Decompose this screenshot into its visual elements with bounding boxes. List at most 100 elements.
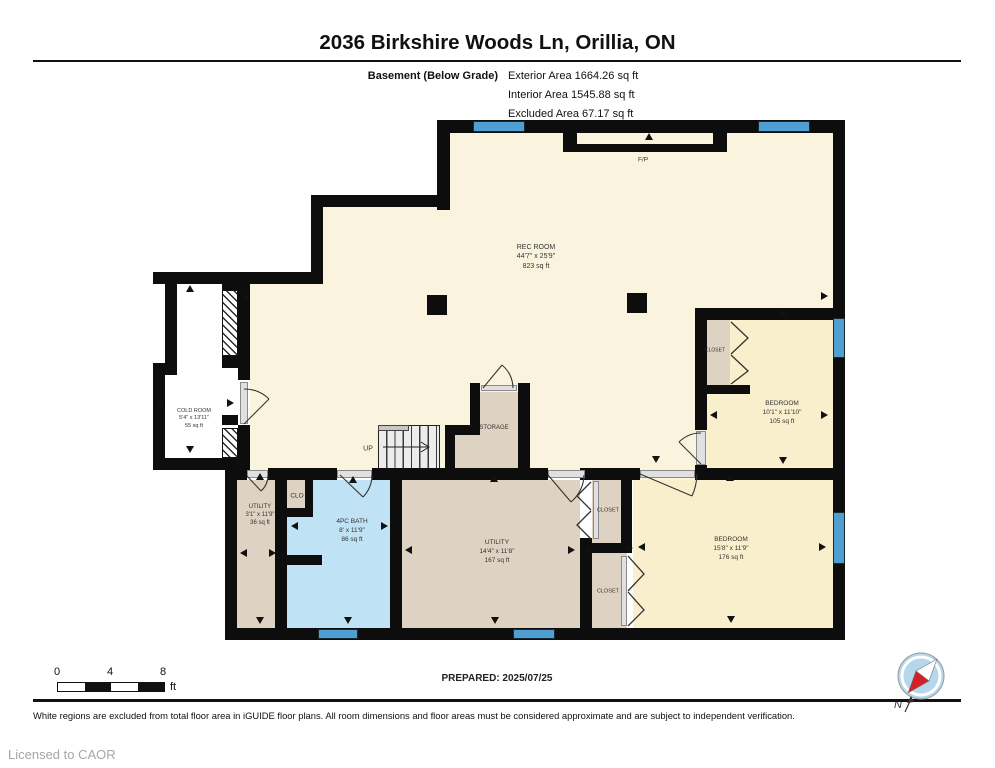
wall [445, 425, 455, 470]
door-slab [240, 382, 248, 424]
room-label-stairs-up: UP [363, 445, 373, 453]
prepared-date: PREPARED: 2025/07/25 [441, 673, 553, 684]
wall [237, 468, 247, 480]
dimension-arrow [291, 522, 298, 530]
dimension-arrow [186, 285, 194, 292]
dimension-arrow [227, 399, 234, 407]
dimension-arrow [156, 399, 163, 407]
wall [580, 538, 592, 628]
wall [305, 480, 313, 515]
wall [287, 508, 313, 517]
wall [695, 465, 707, 480]
dimension-arrow [349, 476, 357, 483]
room-label-closet-upper: CLOSET [596, 507, 620, 514]
dimension-arrow [819, 543, 826, 551]
wall [165, 272, 177, 371]
license-text: Licensed to CAOR [8, 747, 116, 762]
wall [695, 308, 707, 430]
scale-tick-0: 0 [53, 666, 61, 678]
dimension-arrow [344, 617, 352, 624]
room-floor [402, 480, 580, 628]
compass-icon [897, 652, 945, 713]
window [833, 512, 845, 564]
exterior-area: Exterior Area 1664.26 sq ft [508, 70, 639, 82]
door-slab [621, 556, 627, 626]
window [318, 629, 358, 639]
wall [311, 195, 450, 207]
room-floor [707, 320, 730, 385]
dimension-arrow [568, 546, 575, 554]
dimension-arrow [638, 543, 645, 551]
dimension-arrow [256, 617, 264, 624]
door-slab [548, 470, 585, 478]
room-floor [313, 480, 390, 628]
dimension-arrow [256, 473, 264, 480]
dimension-arrow [821, 411, 828, 419]
door-slab [593, 481, 599, 539]
dimension-arrow [645, 133, 653, 140]
wall [437, 120, 845, 133]
footer-divider [33, 699, 961, 702]
wall [238, 284, 250, 380]
wall [833, 120, 845, 640]
page-title: 2036 Birkshire Woods Ln, Orillia, ON [319, 31, 676, 54]
wall [427, 295, 447, 315]
wall [153, 363, 165, 470]
dimension-arrow [186, 446, 194, 453]
wall [445, 425, 480, 435]
wall [695, 308, 845, 320]
dimension-arrow [626, 544, 633, 552]
dimension-arrow [491, 617, 499, 624]
wall [713, 120, 727, 152]
wall [695, 468, 845, 480]
wall [287, 555, 322, 565]
title-divider [33, 60, 961, 62]
dimension-arrow [269, 549, 276, 557]
floor-label: Basement (Below Grade) [367, 70, 498, 82]
scale-tick-8: 8 [159, 666, 167, 678]
staircase [378, 425, 440, 469]
door-slab [640, 470, 695, 478]
scale-unit: ft [170, 681, 177, 693]
window [473, 121, 525, 132]
dimension-arrow [240, 549, 247, 557]
room-label-fireplace: F/P [637, 156, 649, 164]
dimension-arrow [710, 411, 717, 419]
dimension-arrow [779, 457, 787, 464]
room-label-bedroom-upper-closet: CLOSET [704, 347, 726, 354]
wall [372, 468, 548, 480]
dimension-arrow [821, 292, 828, 300]
disclaimer-text: White regions are excluded from total fl… [33, 710, 795, 721]
room-floor [455, 435, 518, 470]
room-label-clo: CLO [290, 492, 304, 500]
dimension-arrow [727, 616, 735, 623]
wall [563, 120, 577, 152]
room-label-storage: STORAGE [479, 424, 509, 431]
wall [222, 284, 238, 290]
hatched-post [222, 290, 238, 356]
staircase-landing [378, 425, 409, 431]
scale-bar [57, 682, 165, 692]
wall [518, 383, 530, 470]
room-floor [250, 284, 323, 470]
dimension-arrow [241, 294, 248, 302]
window [833, 318, 845, 358]
wall [238, 425, 250, 470]
room-floor [287, 517, 313, 628]
door-slab [481, 385, 517, 391]
dimension-arrow [584, 546, 591, 554]
wall [580, 543, 632, 553]
wall [390, 468, 402, 628]
dimension-arrow [652, 456, 660, 463]
hatched-post [222, 428, 238, 458]
wall [153, 458, 250, 470]
window [758, 121, 810, 132]
wall [621, 468, 632, 553]
dimension-arrow [405, 546, 412, 554]
wall [470, 383, 480, 430]
